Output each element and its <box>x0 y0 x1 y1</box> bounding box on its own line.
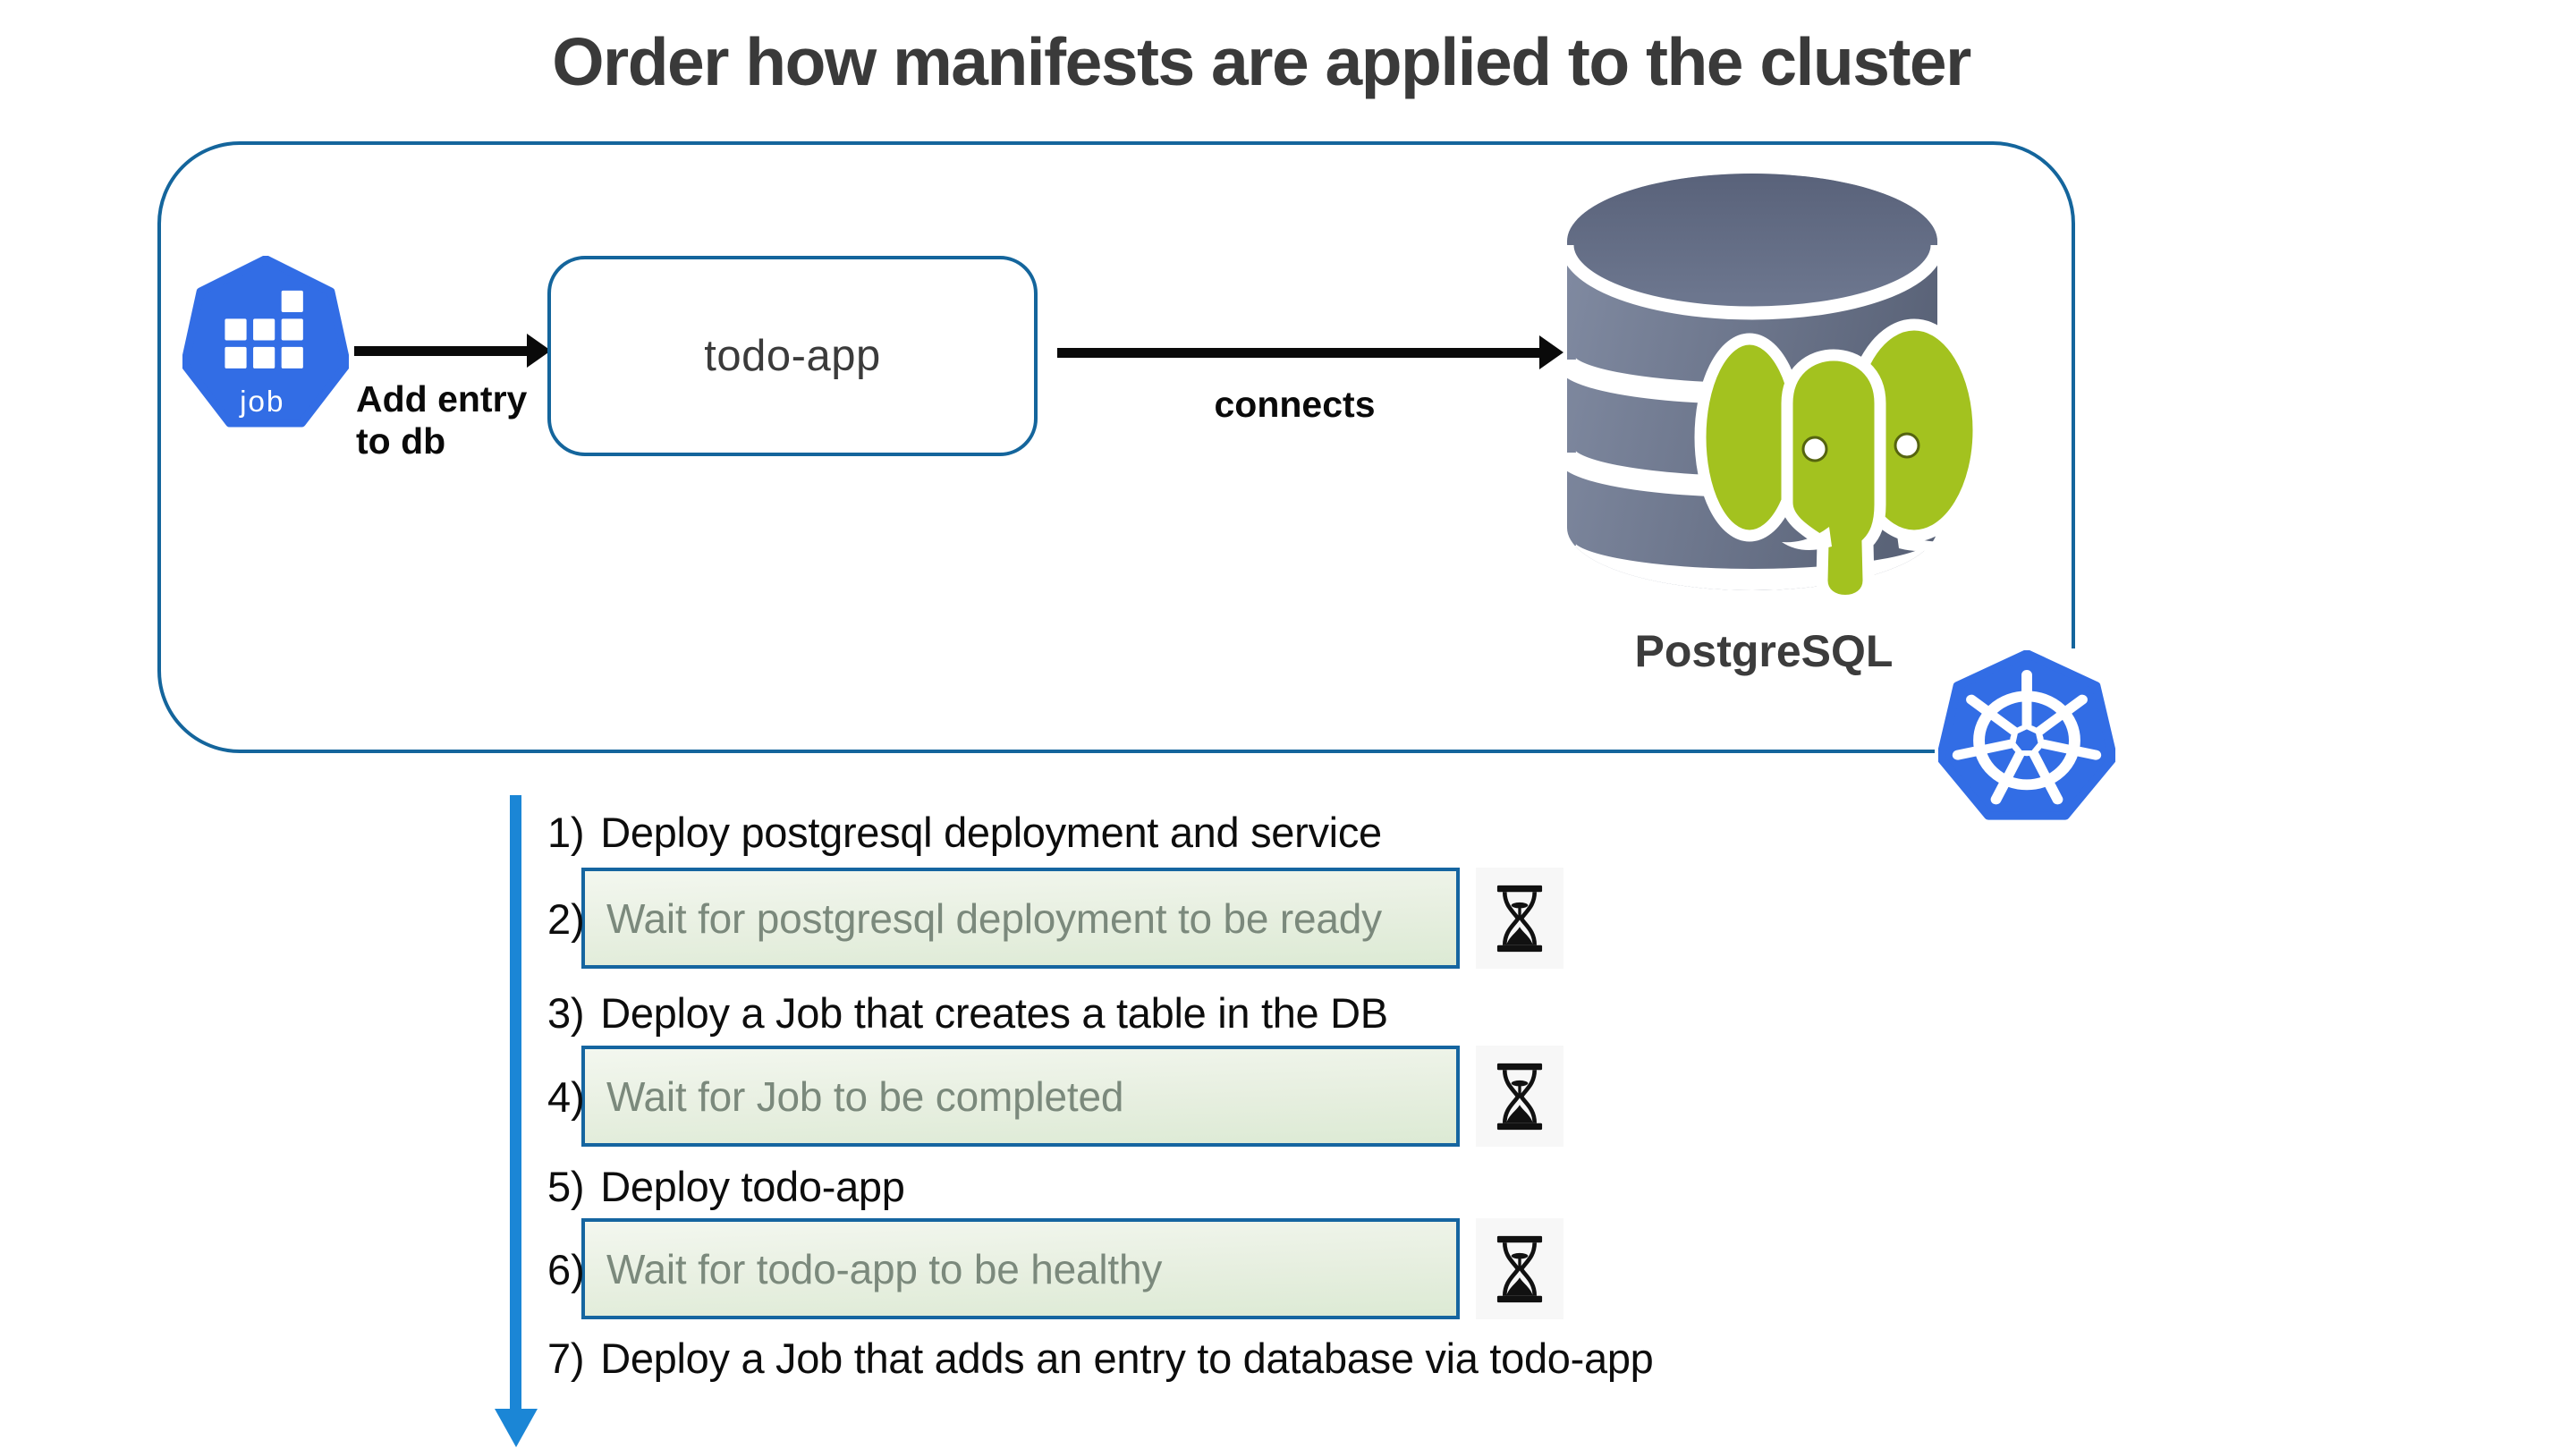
job-heptagon-shape <box>182 256 349 428</box>
wait-step-label: Wait for Job to be completed <box>606 1072 1124 1120</box>
ship-wheel-glyph <box>1952 670 2102 805</box>
flow-arrowhead-icon <box>1539 335 1563 369</box>
step-item-3: 3) Deploy a Job that creates a table in t… <box>547 988 1388 1038</box>
job-grid-glyph <box>225 290 303 369</box>
step-number: 5) <box>547 1163 585 1210</box>
step-item-5: 5) Deploy todo-app <box>547 1162 905 1211</box>
postgresql-label: PostgreSQL <box>1634 626 1894 676</box>
hourglass-icon <box>1496 885 1543 952</box>
kubernetes-logo-box <box>1935 648 2119 829</box>
step-label: Deploy a Job that adds an entry to datab… <box>600 1335 1654 1382</box>
steps-flow-arrow-stem <box>510 795 521 1409</box>
todo-app-label: todo-app <box>704 332 881 380</box>
hourglass-tile <box>1476 1046 1563 1147</box>
wait-step-box-6: Wait for todo-app to be healthy <box>581 1218 1460 1319</box>
step-number: 6) <box>547 1246 585 1293</box>
wait-step-box-2: Wait for postgresql deployment to be rea… <box>581 868 1460 969</box>
step-number: 7) <box>547 1335 585 1382</box>
kubernetes-job-icon: job <box>182 256 349 428</box>
cluster-boundary-panel <box>157 141 2075 753</box>
todo-app-node: todo-app <box>547 256 1038 456</box>
hourglass-icon <box>1496 1063 1543 1130</box>
step-number: 3) <box>547 989 585 1037</box>
page-title: Order how manifests are applied to the c… <box>552 24 1971 99</box>
wait-step-label: Wait for todo-app to be healthy <box>606 1245 1163 1292</box>
step-number: 2) <box>547 895 585 943</box>
step-label: Deploy todo-app <box>600 1163 905 1210</box>
step-item-7: 7) Deploy a Job that adds an entry to dat… <box>547 1334 1654 1383</box>
wait-step-box-4: Wait for Job to be completed <box>581 1046 1460 1147</box>
arrow-label-connects: connects <box>1214 384 1376 425</box>
step-label: Deploy a Job that creates a table in the… <box>600 989 1388 1037</box>
flow-arrow-todoapp-to-postgres <box>1057 348 1540 358</box>
flow-arrow-job-to-todoapp <box>354 346 528 356</box>
steps-flow-arrowhead-icon <box>495 1409 538 1447</box>
postgresql-elephant-icon <box>1694 318 1982 606</box>
step-number: 4) <box>547 1073 585 1121</box>
flow-arrowhead-icon <box>527 334 551 368</box>
job-icon-label: job <box>239 386 284 419</box>
hourglass-icon <box>1496 1235 1543 1302</box>
kubernetes-logo-icon <box>1938 650 2115 820</box>
wait-step-label: Wait for postgresql deployment to be rea… <box>606 894 1382 942</box>
step-number: 1) <box>547 809 585 856</box>
step-label: Deploy postgresql deployment and service <box>600 809 1382 856</box>
arrow-label-add-entry: Add entry to db <box>356 378 528 462</box>
hourglass-tile <box>1476 868 1563 969</box>
step-item-1: 1) Deploy postgresql deployment and servi… <box>547 808 1382 857</box>
hourglass-tile <box>1476 1218 1563 1319</box>
